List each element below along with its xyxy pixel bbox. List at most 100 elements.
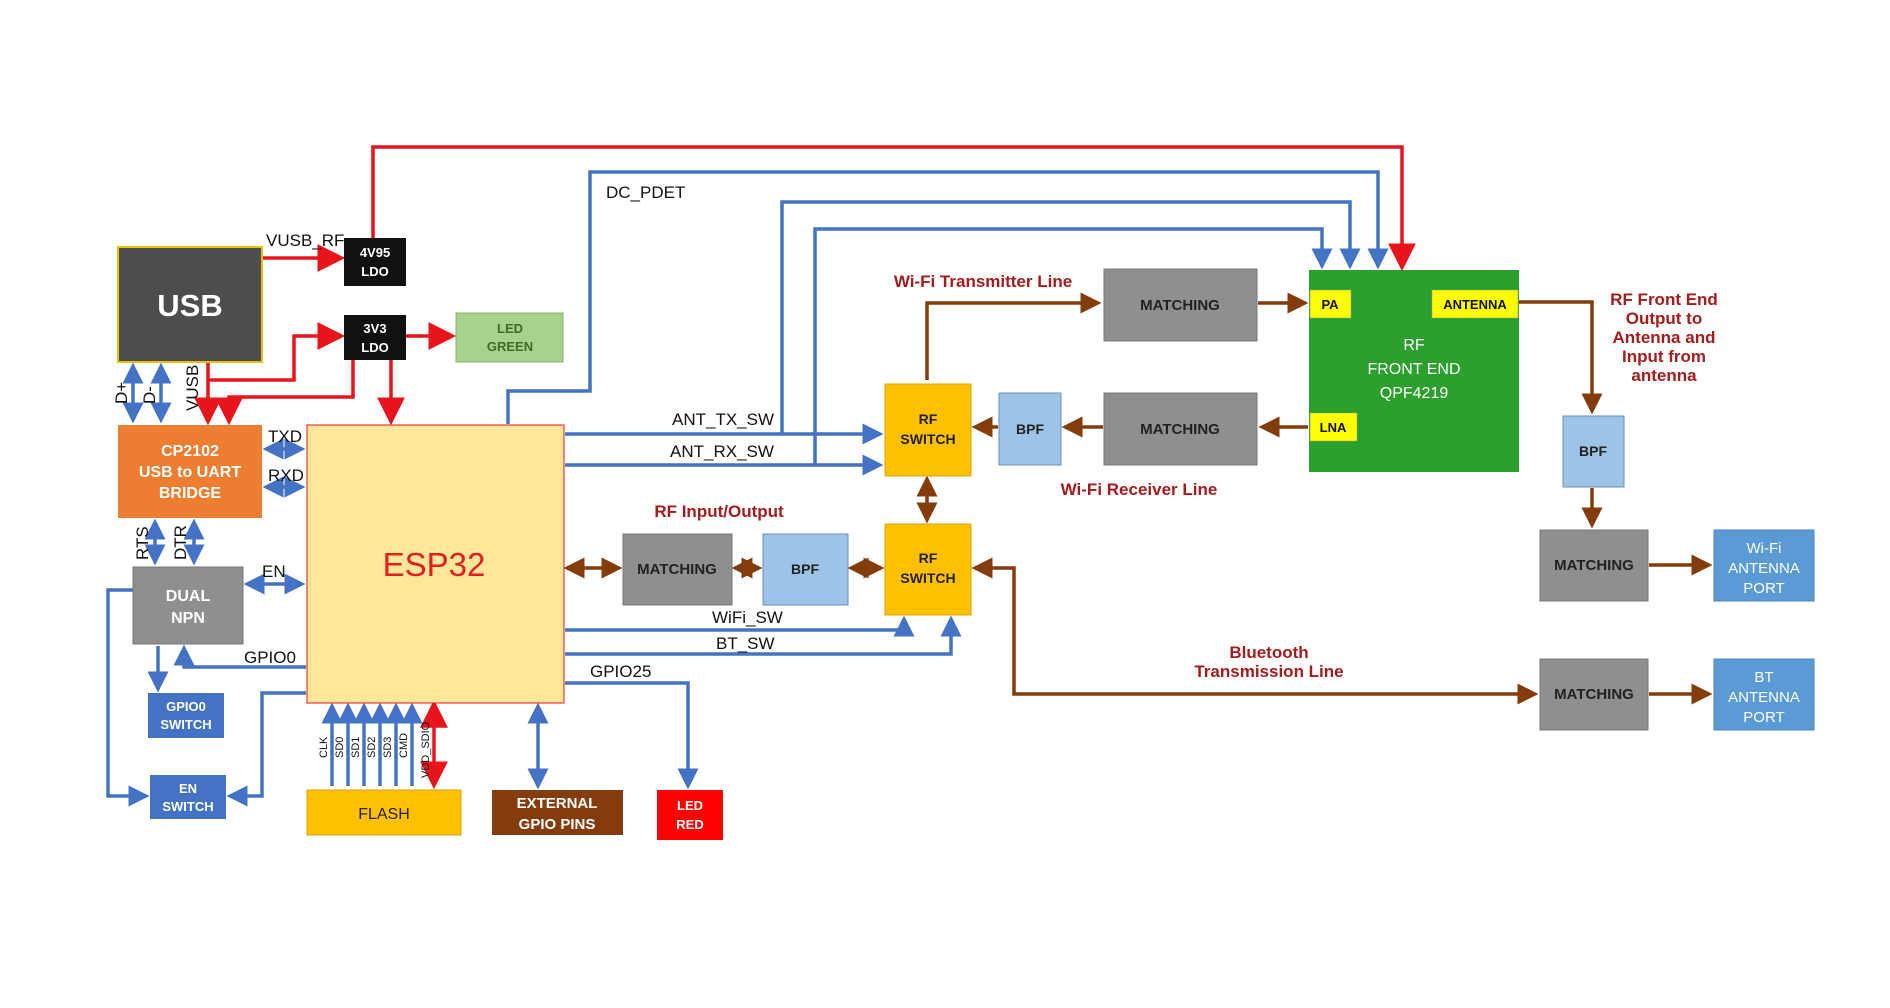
rf-switch-top-label-1: RF (919, 411, 938, 427)
bt-line-label-2: Transmission Line (1194, 662, 1343, 681)
gpio0-label: GPIO0 (244, 648, 296, 667)
gpio25-wire (565, 681, 699, 790)
lna-label: LNA (1320, 420, 1347, 435)
wifi-tx-line-label: Wi-Fi Transmitter Line (894, 272, 1072, 291)
tx-switch-to-matching-wire (925, 292, 1102, 380)
wifi-rx-line-label: Wi-Fi Receiver Line (1061, 480, 1218, 499)
gpio0-switch-label-1: GPIO0 (166, 699, 206, 714)
pa-pin: PA (1309, 289, 1352, 319)
vusb-rf-label: VUSB_RF (266, 231, 344, 250)
sd1-label: SD1 (350, 737, 362, 758)
ldo-3v3-label-1: 3V3 (363, 321, 386, 336)
vusb-to-3v3-wire (208, 322, 346, 382)
bpf-ant-label: BPF (1579, 443, 1607, 459)
en-switch-block: EN SWITCH (150, 775, 226, 819)
cmd-label: CMD (398, 733, 410, 758)
flash-label: FLASH (358, 806, 410, 823)
rf-switch-bottom-label-2: SWITCH (900, 570, 955, 586)
front-end-output-label-2: Output to (1626, 309, 1702, 328)
rf-wires (563, 292, 1713, 705)
front-end-label-3: QPF4219 (1380, 385, 1449, 402)
sd3-label: SD3 (382, 737, 394, 758)
txd-label: TXD (268, 427, 302, 446)
bt-port-label-2: ANTENNA (1728, 689, 1800, 706)
wifi-sw-wire (565, 615, 915, 637)
bt-port-label-1: BT (1754, 669, 1773, 686)
external-gpio-label-1: EXTERNAL (517, 795, 598, 812)
cp2102-label-3: BRIDGE (159, 485, 222, 502)
antenna-to-bpf-wire (1519, 300, 1603, 415)
matching-io-label: MATCHING (637, 561, 717, 578)
esp32-block: ESP32 (306, 424, 565, 704)
front-end-output-label-5: antenna (1631, 366, 1697, 385)
lna-pin: LNA (1309, 412, 1358, 442)
sd2-label: SD2 (366, 737, 378, 758)
vusb-rf-frontend-wire (371, 145, 1416, 272)
signal-labels: VUSB_RF DC_PDET ANT_TX_SW ANT_RX_SW WiFi… (112, 183, 783, 778)
dual-npn-label-1: DUAL (166, 588, 211, 605)
en-label: EN (262, 562, 286, 581)
dminus-label: D- (140, 386, 159, 404)
matching-rx-block: MATCHING (1103, 392, 1258, 466)
dc-pdet-wire (506, 170, 1389, 424)
front-end-label-1: RF (1403, 337, 1425, 354)
pa-label: PA (1321, 297, 1339, 312)
bpf-io-label: BPF (791, 561, 819, 577)
bt-line-wire (971, 557, 1539, 705)
dual-npn-block: DUAL NPN (132, 566, 244, 645)
antenna-pin: ANTENNA (1431, 289, 1519, 319)
ldo-4v95-label-2: LDO (361, 264, 388, 279)
clk-label: CLK (318, 736, 330, 758)
ldo-4v95-block: 4V95 LDO (344, 238, 406, 286)
sd0-label: SD0 (334, 737, 346, 758)
led-red-block: LED RED (657, 790, 723, 840)
front-end-output-label-1: RF Front End (1610, 290, 1718, 309)
bpf-rx-block: BPF (998, 392, 1062, 466)
led-green-label-2: GREEN (487, 339, 533, 354)
cp2102-block: CP2102 USB to UART BRIDGE (118, 425, 262, 518)
antenna-label: ANTENNA (1443, 297, 1507, 312)
rxd-label: RXD (268, 466, 304, 485)
gpio0-wire (173, 644, 306, 669)
led-red-label-1: LED (677, 798, 703, 813)
front-end-output-label-3: Antenna and (1613, 328, 1716, 347)
matching-bt-block: MATCHING (1539, 658, 1649, 731)
en-switch-label-2: SWITCH (162, 799, 213, 814)
front-end-label-2: FRONT END (1367, 361, 1460, 378)
esp32-label: ESP32 (383, 546, 486, 583)
front-end-output-label-4: Input from (1622, 347, 1706, 366)
external-gpio-label-2: GPIO PINS (519, 816, 596, 833)
bt-sw-label: BT_SW (716, 634, 775, 653)
cp2102-label-1: CP2102 (161, 443, 219, 460)
dual-npn-label-2: NPN (171, 610, 205, 627)
ant-rx-sw-label: ANT_RX_SW (670, 442, 774, 461)
matching-bt-label: MATCHING (1554, 686, 1634, 703)
external-gpio-block: EXTERNAL GPIO PINS (492, 790, 623, 835)
wifi-port-label-2: ANTENNA (1728, 560, 1800, 577)
matching-wifi-label: MATCHING (1554, 557, 1634, 574)
rf-switch-bottom-label-1: RF (919, 550, 938, 566)
bpf-ant-block: BPF (1562, 415, 1625, 488)
ant-tx-sw-label: ANT_TX_SW (672, 410, 774, 429)
3v3-to-cp2102-wire (215, 358, 355, 426)
signal-wires (106, 170, 1389, 807)
bpf-rx-label: BPF (1016, 421, 1044, 437)
matching-wifi-block: MATCHING (1539, 529, 1649, 602)
ant-rx-frontend-wire (813, 227, 1333, 465)
cp2102-label-2: USB to UART (139, 464, 241, 481)
flash-block: FLASH (306, 789, 462, 836)
gpio25-label: GPIO25 (590, 662, 651, 681)
led-green-label-1: LED (497, 321, 523, 336)
annotations: Wi-Fi Transmitter Line Wi-Fi Receiver Li… (654, 272, 1718, 681)
ldo-4v95-label-1: 4V95 (360, 245, 390, 260)
rts-label: RTS (133, 526, 152, 560)
rf-switch-top-label-2: SWITCH (900, 431, 955, 447)
power-wires (194, 145, 1416, 790)
rf-switch-top-block: RF SWITCH (884, 383, 972, 477)
dc-pdet-label: DC_PDET (606, 183, 685, 202)
ldo-3v3-label-2: LDO (361, 340, 388, 355)
gpio0-switch-label-2: SWITCH (160, 717, 211, 732)
esp32-to-en-switch-wire (226, 691, 306, 807)
gpio0-switch-block: GPIO0 SWITCH (148, 693, 224, 738)
